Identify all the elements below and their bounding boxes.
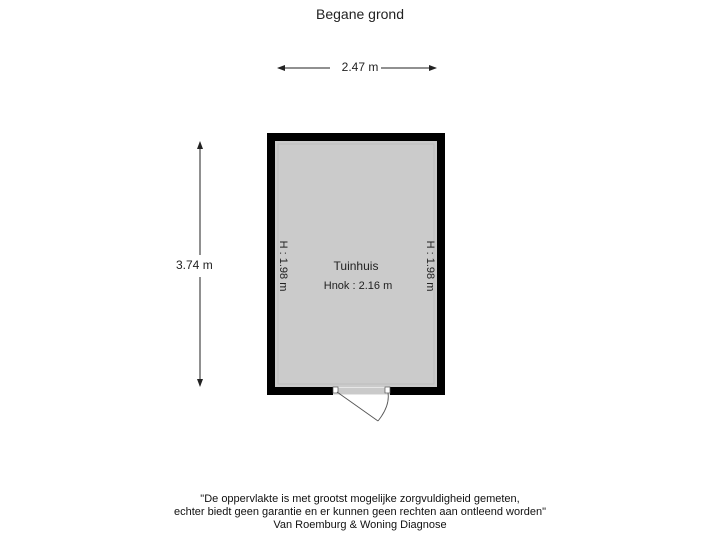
disclaimer-company: Van Roemburg & Woning Diagnose (273, 519, 447, 531)
room-ridge-height: Hnok : 2.16 m (323, 280, 393, 292)
wall-height-right: H : 1.98 m (424, 240, 436, 292)
disclaimer-line-2: echter biedt geen garantie en er kunnen … (173, 506, 547, 518)
room-name: Tuinhuis (333, 259, 379, 273)
floor-title: Begane grond (316, 6, 404, 22)
width-dimension-label: 2.47 m (0, 60, 720, 74)
depth-dimension-label: 3.74 m (174, 258, 215, 272)
door (332, 386, 391, 422)
disclaimer: "De oppervlakte is met grootst mogelijke… (0, 493, 720, 532)
room-floor (275, 141, 437, 387)
disclaimer-line-1: "De oppervlakte is met grootst mogelijke… (200, 493, 520, 505)
wall-height-left: H : 1.98 m (277, 240, 289, 292)
walls (267, 133, 445, 395)
